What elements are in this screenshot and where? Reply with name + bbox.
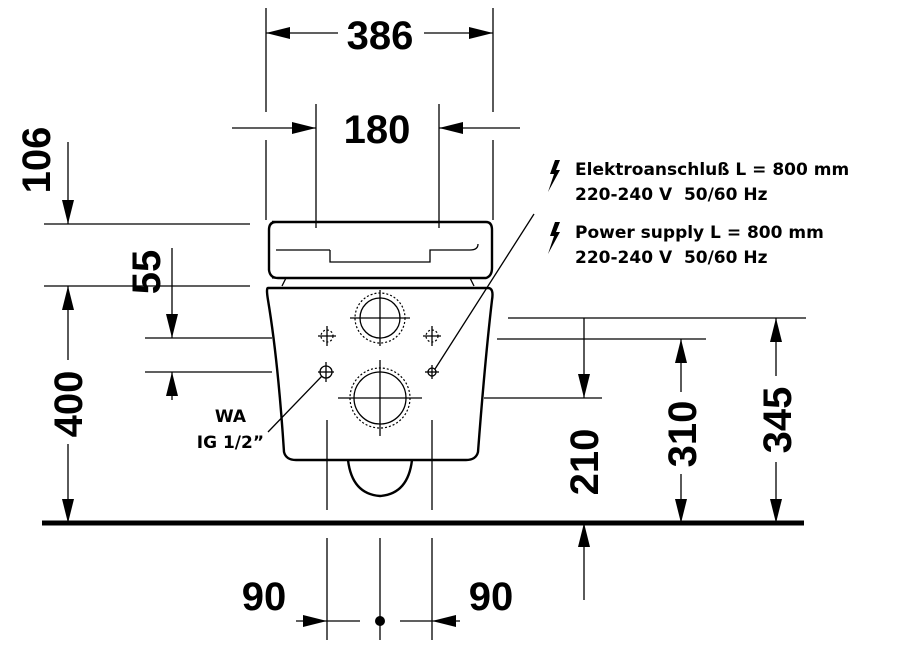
dim-106-label: 106 (15, 127, 59, 194)
center-axis-dot (375, 616, 385, 626)
dim-386-label: 386 (347, 14, 414, 58)
dim-90-left-label: 90 (242, 575, 287, 619)
dim-310-label: 310 (661, 401, 705, 468)
water-leader-line (267, 375, 323, 433)
dim-55-label: 55 (125, 250, 169, 295)
electrical-note-de: Elektroanschluß L = 800 mm (575, 160, 849, 180)
dim-180-label: 180 (344, 108, 411, 152)
electrical-note-en: Power supply L = 800 mm (575, 223, 824, 243)
voltage-note-en: 220-240 V 50/60 Hz (575, 248, 768, 268)
lightning-bolt-icon (548, 160, 560, 192)
dim-345-label: 345 (756, 387, 800, 454)
dim-seat-offset: 55 (125, 248, 178, 400)
dim-supply-height-2: 345 (756, 318, 800, 523)
dim-left-offset: 90 (242, 575, 360, 627)
voltage-note-de: 220-240 V 50/60 Hz (575, 185, 768, 205)
toilet-outline (265, 220, 494, 498)
water-thread-label: IG 1/2” (197, 433, 264, 453)
dim-fixing-height: 400 (47, 286, 91, 523)
power-leader-line (434, 213, 535, 370)
dim-right-offset: 90 (400, 575, 513, 627)
dim-supply-height-1: 310 (661, 339, 705, 523)
water-label: WA (215, 407, 247, 427)
fixing-holes (318, 290, 441, 436)
dim-drain-height: 210 (563, 318, 607, 600)
dim-90-right-label: 90 (469, 575, 514, 619)
dim-overall-width: 386 (266, 14, 493, 58)
dim-fixing-distance: 180 (232, 108, 520, 152)
dim-400-label: 400 (47, 371, 91, 438)
extension-lines (44, 8, 806, 640)
dim-210-label: 210 (563, 429, 607, 496)
dim-top-offset: 106 (15, 127, 74, 224)
lightning-bolt-icon (548, 222, 560, 254)
